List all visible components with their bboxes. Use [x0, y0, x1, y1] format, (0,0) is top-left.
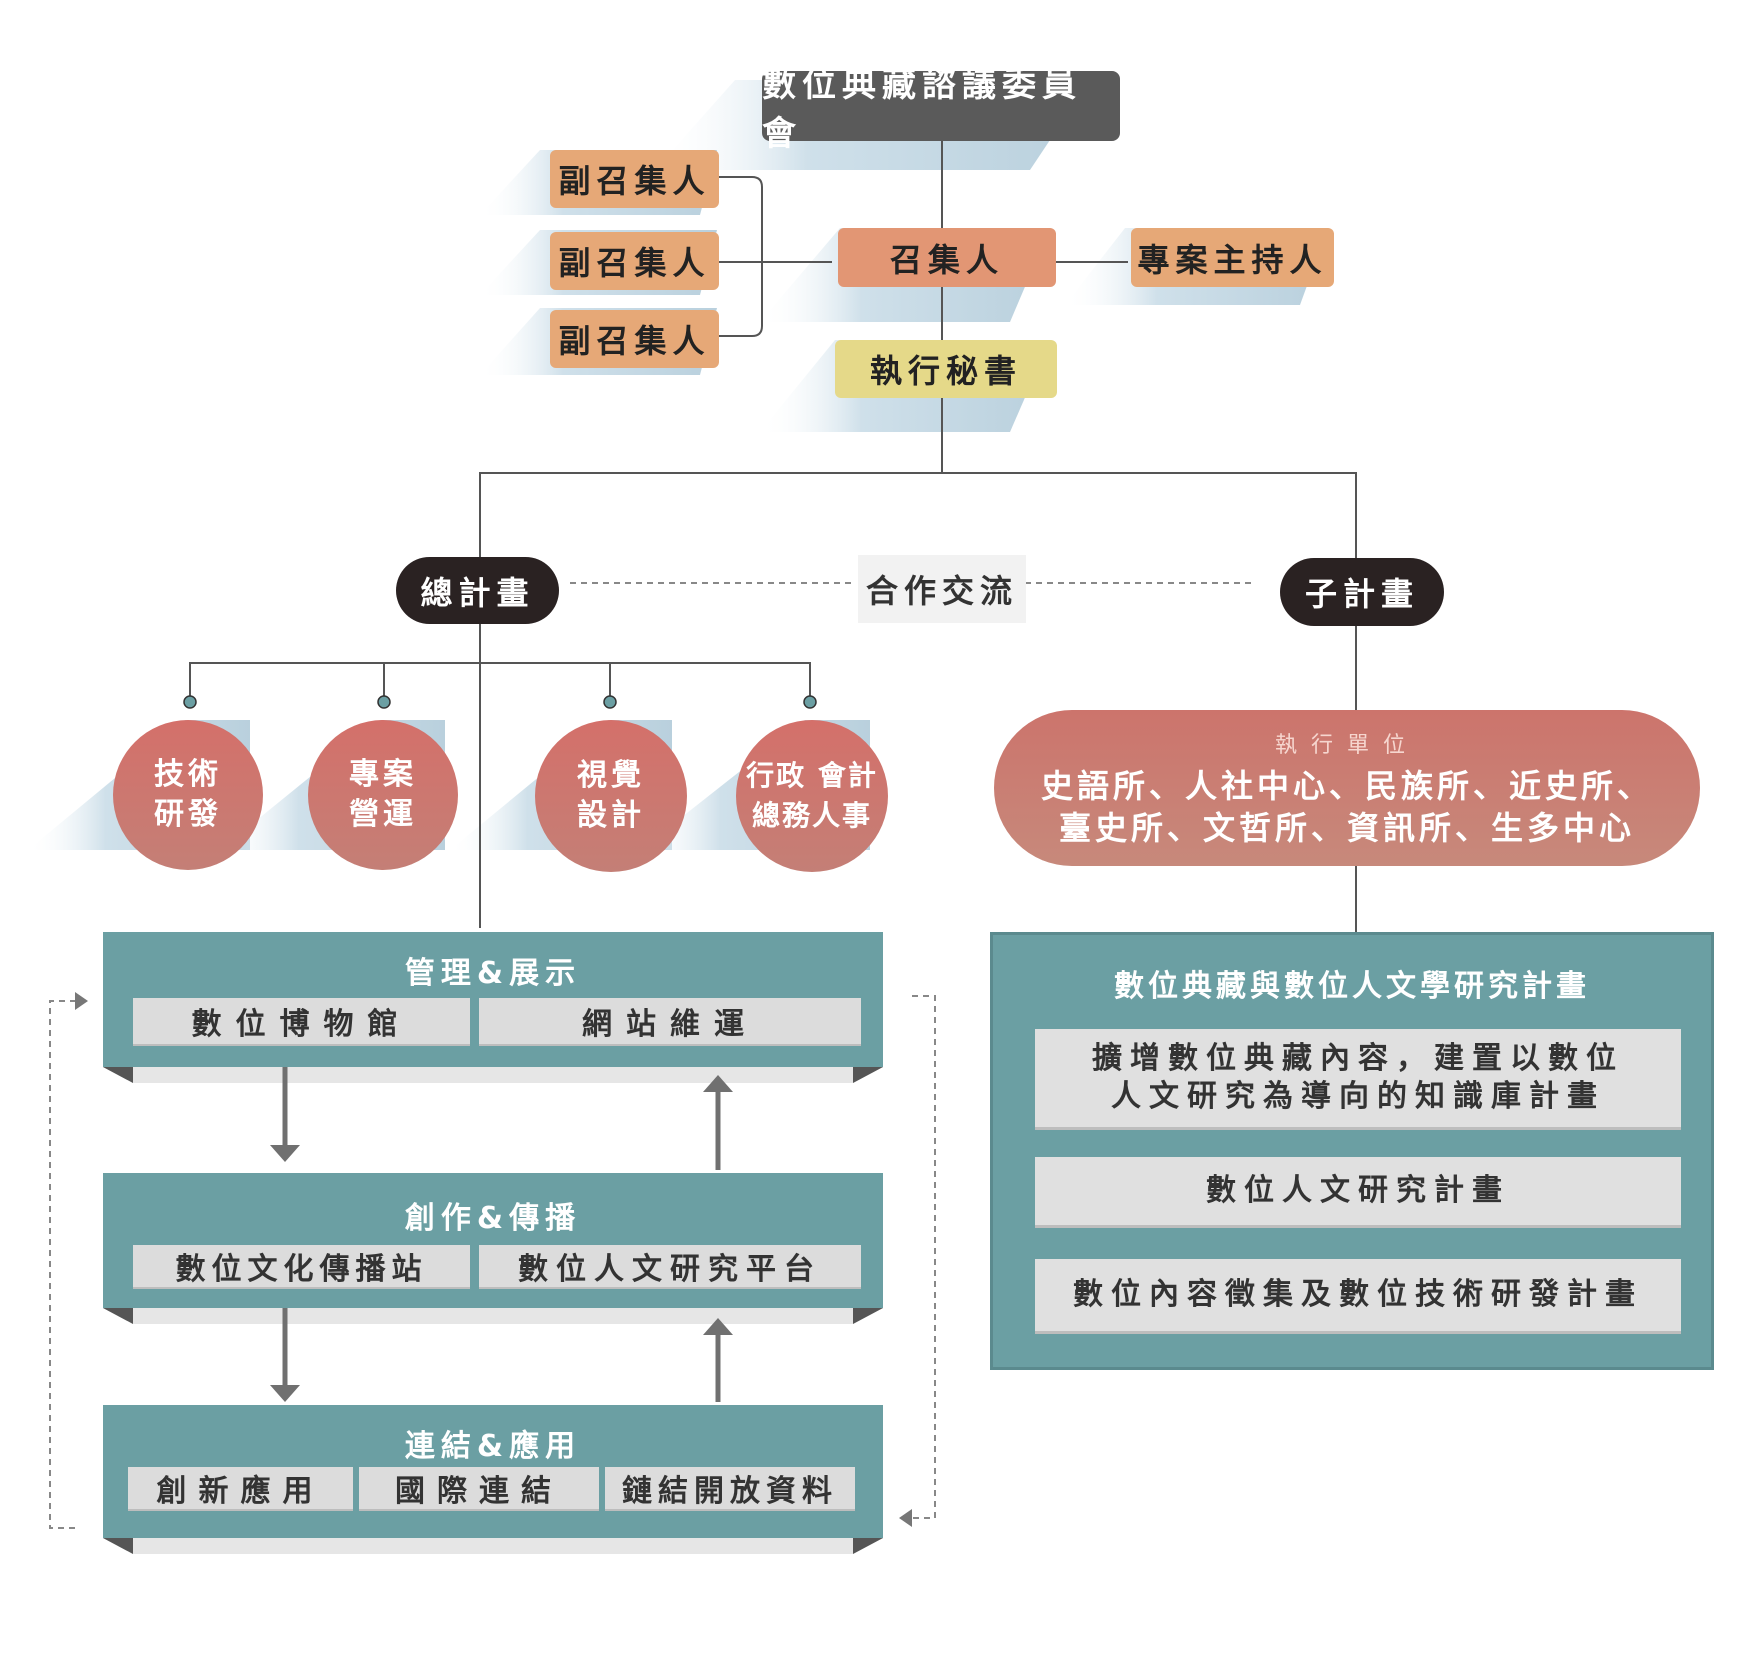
division-circle-tech: 技術 研發: [113, 720, 263, 870]
division-circle-project: 專案 營運: [308, 720, 458, 870]
cooperation-label: 合作交流: [858, 555, 1026, 623]
loop-arrow-head: [75, 992, 88, 1010]
division-label: 行政 會計: [746, 759, 878, 792]
layer-item: 數位文化傳播站: [133, 1245, 470, 1289]
layer-bevel: [103, 1308, 883, 1324]
layer-item: 數位博物館: [133, 998, 470, 1046]
vice-convener-box: 副召集人: [550, 232, 719, 290]
layer-item: 網站維運: [479, 998, 861, 1046]
layer-bevel: [853, 1538, 883, 1554]
vice-convener-box: 副召集人: [550, 310, 719, 368]
division-label: 技術: [154, 757, 222, 792]
exec-units-line: 史語所、人社中心、民族所、近史所、: [1040, 767, 1653, 805]
down-arrow-head: [270, 1385, 300, 1402]
division-label: 視覺: [577, 758, 645, 793]
division-label: 設計: [577, 798, 645, 833]
node-dot: [377, 695, 391, 709]
committee-box: 數位典藏諮議委員會: [762, 65, 1120, 154]
sub-plan-pill: 子計畫: [1280, 558, 1444, 626]
division-circle-admin: 行政 會計 總務人事: [736, 720, 888, 872]
connector-line: [189, 662, 811, 700]
layer-title: 創作&傳播: [404, 1201, 582, 1236]
layer-bevel: [853, 1067, 883, 1083]
layer-bevel: [103, 1067, 133, 1083]
division-circle-visual: 視覺 設計: [535, 720, 687, 872]
loop-arrow-head: [899, 1509, 912, 1527]
exec-units-line: 臺史所、文哲所、資訊所、生多中心: [1058, 809, 1635, 847]
layer-bevel: [103, 1538, 883, 1554]
connector-line: [717, 176, 763, 337]
dashed-loop: [912, 995, 936, 1519]
layer-connect-apply: 連結&應用 創新應用 國際連結 鏈結開放資料: [103, 1405, 883, 1538]
node-dot: [183, 695, 197, 709]
research-plan-panel: 數位典藏與數位人文學研究計畫 擴增數位典藏內容，建置以數位 人文研究為導向的知識…: [990, 932, 1714, 1370]
layer-create-spread: 創作&傳播 數位文化傳播站 數位人文研究平台: [103, 1173, 883, 1308]
layer-bevel: [103, 1308, 133, 1324]
layer-item: 創新應用: [128, 1467, 353, 1511]
division-label: 營運: [349, 797, 417, 832]
project-host-box: 專案主持人: [1131, 228, 1334, 287]
up-arrow-head: [703, 1075, 733, 1092]
down-arrow-head: [270, 1145, 300, 1162]
layer-title: 管理&展示: [404, 956, 582, 991]
node-dot: [603, 695, 617, 709]
division-label: 研發: [154, 797, 222, 832]
research-plan-item-line: 擴增數位典藏內容，建置以數位: [1092, 1041, 1624, 1076]
up-arrow-head: [703, 1318, 733, 1335]
dashed-loop: [49, 1000, 75, 1529]
convener-box: 召集人: [838, 228, 1056, 287]
research-plan-title: 數位典藏與數位人文學研究計畫: [1114, 969, 1590, 1004]
research-plan-item: 數位人文研究計畫: [1035, 1157, 1681, 1225]
layer-bevel: [103, 1067, 883, 1083]
layer-bevel: [103, 1538, 133, 1554]
layer-title: 連結&應用: [404, 1429, 582, 1464]
research-plan-item: 擴增數位典藏內容，建置以數位 人文研究為導向的知識庫計畫: [1035, 1029, 1681, 1127]
division-label: 專案: [349, 757, 417, 792]
exec-units-panel: 執行單位 史語所、人社中心、民族所、近史所、 臺史所、文哲所、資訊所、生多中心: [994, 710, 1700, 866]
layer-manage-display: 管理&展示 數位博物館 網站維運: [103, 932, 883, 1067]
layer-bevel: [853, 1308, 883, 1324]
division-label: 總務人事: [751, 799, 872, 832]
main-plan-pill: 總計畫: [396, 557, 559, 624]
vice-convener-box: 副召集人: [550, 150, 719, 208]
exec-secretary-box: 執行秘書: [835, 340, 1057, 398]
connector-line: [479, 472, 1357, 610]
node-dot: [803, 695, 817, 709]
exec-units-label: 執行單位: [1274, 733, 1419, 758]
layer-item: 鏈結開放資料: [605, 1467, 855, 1511]
layer-item: 國際連結: [359, 1467, 599, 1511]
research-plan-item-line: 人文研究為導向的知識庫計畫: [1111, 1079, 1605, 1114]
research-plan-item: 數位內容徵集及數位技術研發計畫: [1035, 1259, 1681, 1331]
layer-item: 數位人文研究平台: [479, 1245, 861, 1289]
